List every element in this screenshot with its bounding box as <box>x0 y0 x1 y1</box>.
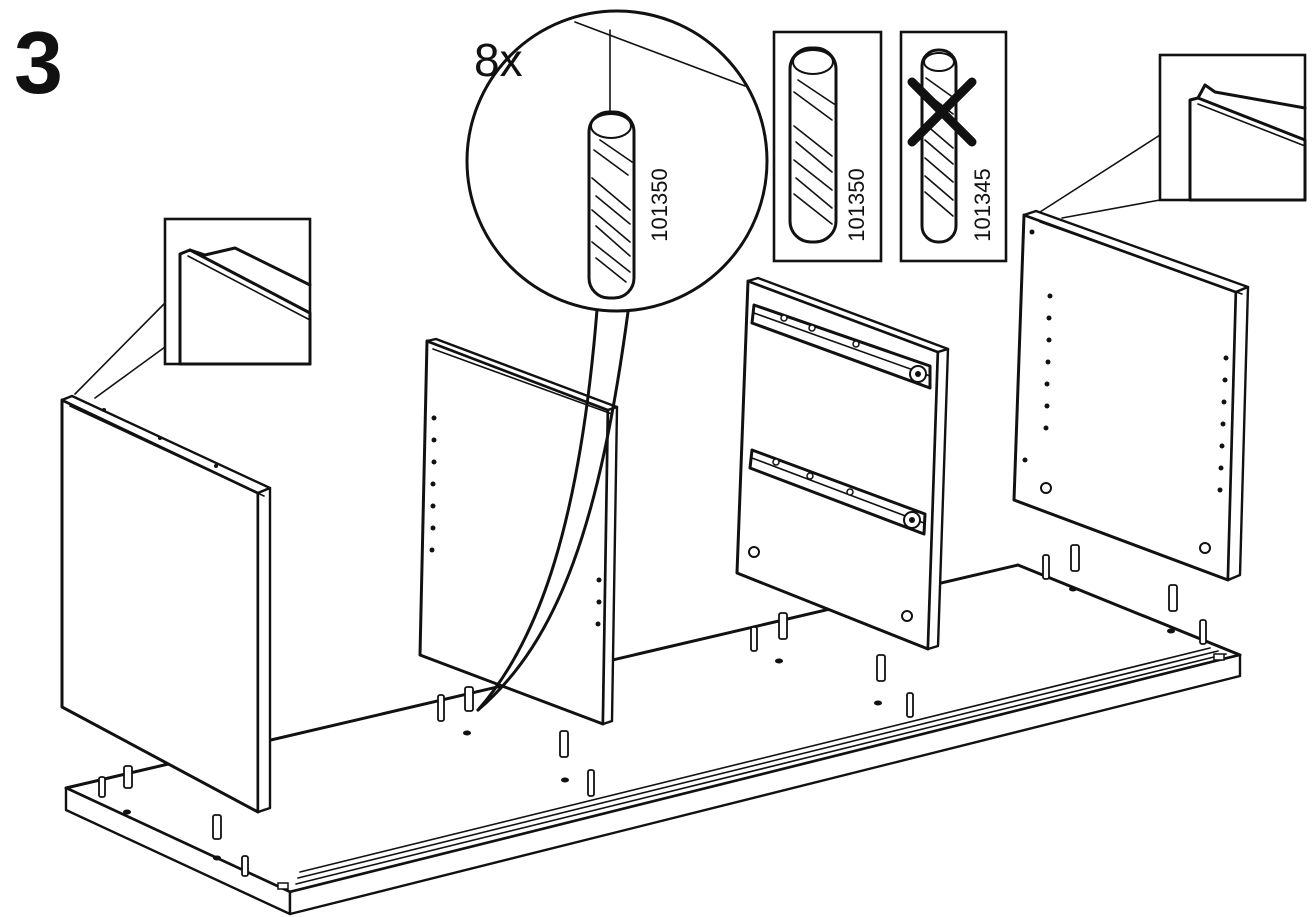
side-panel-center <box>418 337 619 726</box>
cam-lock-hole <box>1213 653 1225 661</box>
cam-lock-hole <box>277 882 289 890</box>
dowel-incorrect-icon <box>920 48 958 244</box>
part-number-magnified: 101350 <box>647 168 672 241</box>
dowel-correct-box: 101350 <box>772 30 883 263</box>
dowel-incorrect-box: 101345 <box>899 30 1008 263</box>
dowel-magnified <box>587 110 636 300</box>
part-number-correct: 101350 <box>844 168 869 241</box>
drawer-rail-upper <box>750 303 932 390</box>
shelf-pin-holes <box>1022 229 1229 493</box>
end-panel-left <box>60 394 272 814</box>
cross-icon <box>907 77 977 147</box>
step-number: 3 <box>14 13 63 112</box>
base-panel <box>64 563 1242 916</box>
part-number-incorrect: 101345 <box>970 168 995 241</box>
drawer-rail-lower <box>748 448 927 536</box>
detail-box-left <box>74 217 312 399</box>
shelf-pin-holes <box>429 415 602 627</box>
detail-box-right <box>1039 53 1307 219</box>
dowel-correct-icon <box>788 46 838 244</box>
quantity-label: 8x <box>474 34 523 86</box>
side-panel-right <box>1012 209 1250 582</box>
dowels-in-base <box>98 544 1207 877</box>
magnifier-callout: 8x 101350 <box>465 9 769 712</box>
side-panel-rails <box>735 276 950 651</box>
